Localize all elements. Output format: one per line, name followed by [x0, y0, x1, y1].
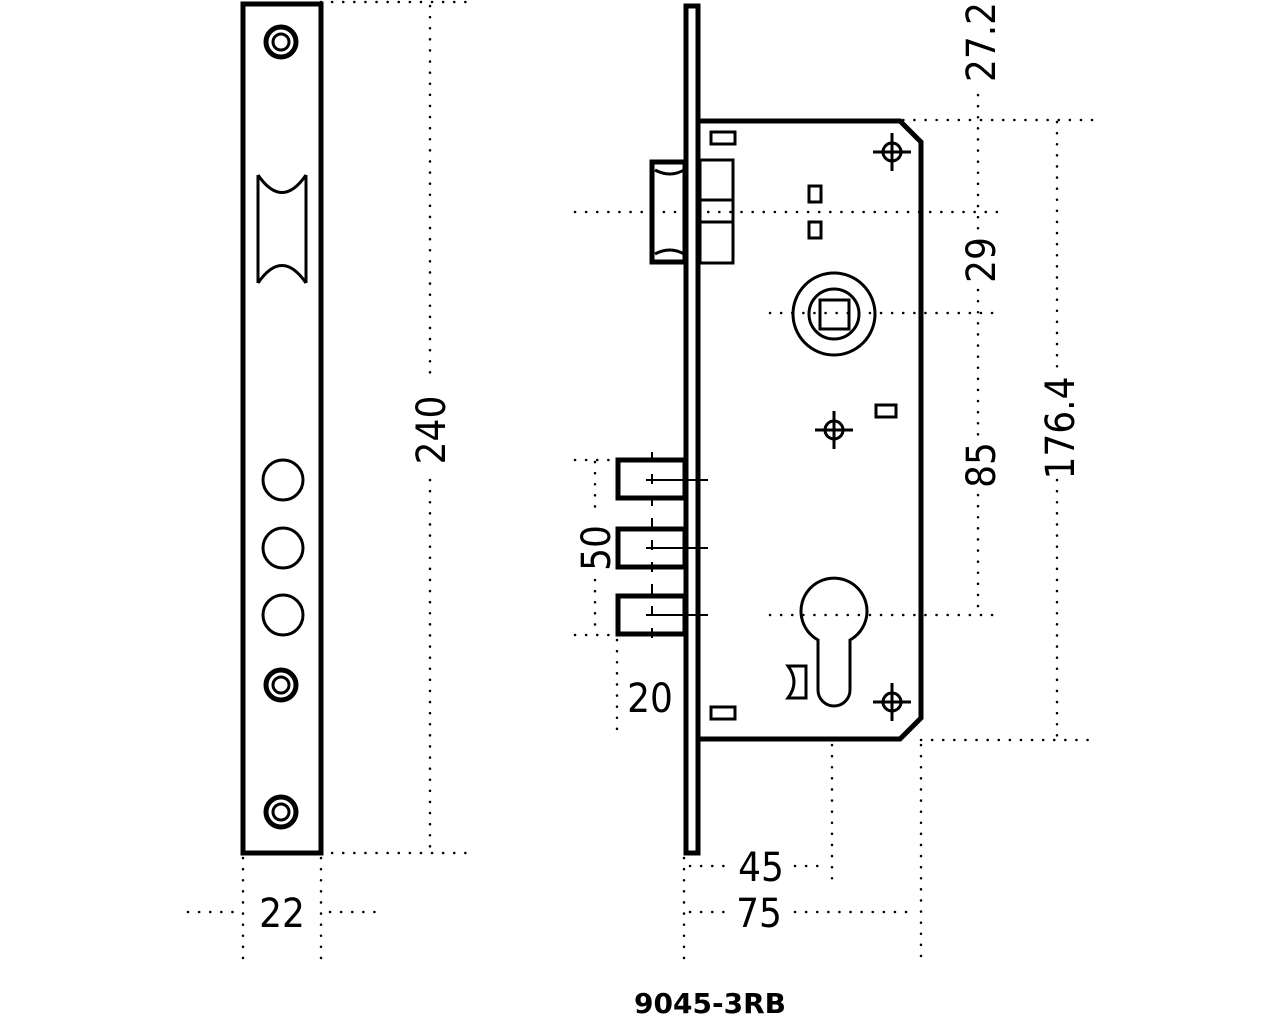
dim-latch-to-spindle: 29 [959, 237, 1005, 283]
dimension-lines-right [573, 93, 1097, 967]
faceplate-side [683, 3, 701, 856]
dim-faceplate-length: 240 [409, 396, 455, 465]
model-title: 9045-3RB [634, 987, 786, 1020]
latch-housing [698, 158, 735, 265]
dim-bolt-throw: 20 [627, 676, 673, 722]
dim-backset: 45 [738, 845, 784, 891]
lock-case [699, 118, 924, 742]
faceplate-outline [240, 1, 324, 856]
latch-slot [256, 174, 308, 284]
dim-bolt-spacing: 50 [574, 525, 620, 571]
crosshair-mark [873, 133, 911, 171]
lock-body-side-view [615, 3, 924, 856]
dim-case-height: 176.4 [1038, 377, 1084, 480]
bolt-hole [261, 593, 305, 637]
spindle-hub [791, 271, 877, 357]
dim-spindle-to-cylinder: 85 [959, 442, 1005, 488]
faceplate-front-view [240, 1, 324, 856]
dimension-lines-left [186, 0, 472, 967]
screw-hole-bottom [263, 794, 299, 830]
bolt-hole [261, 458, 305, 502]
dim-case-depth: 75 [736, 891, 782, 937]
dim-top-offset: 27.2 [959, 2, 1005, 82]
crosshair-mark [815, 411, 853, 449]
bolt-hole [261, 526, 305, 570]
cylinder-cutout [799, 576, 869, 708]
dim-faceplate-width: 22 [259, 891, 305, 937]
dead-bolts [615, 452, 708, 640]
screw-hole-top [263, 24, 299, 60]
latch-bolt [649, 159, 688, 265]
crosshair-mark [873, 683, 911, 721]
screw-hole-middle [263, 667, 299, 703]
cam-mark [785, 664, 808, 700]
